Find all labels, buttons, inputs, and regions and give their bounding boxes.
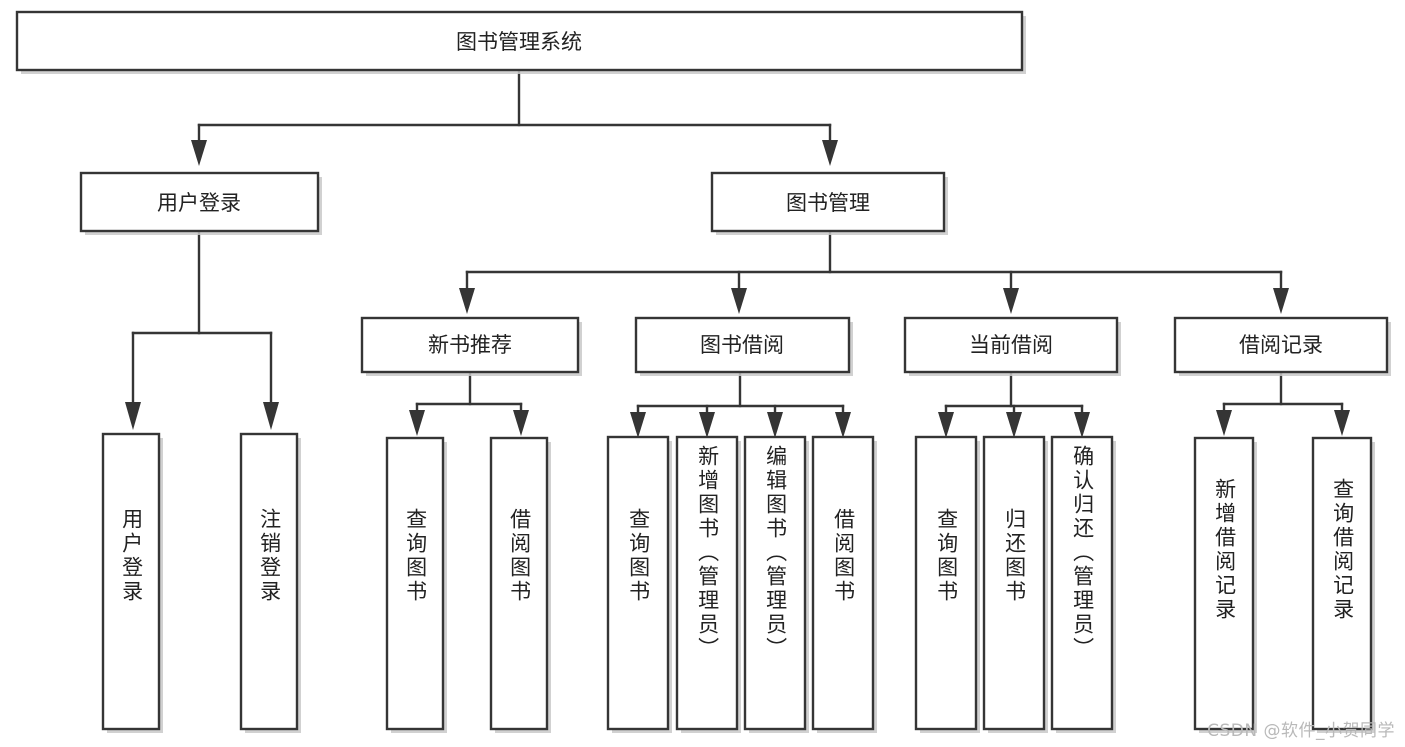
arrow-to-borrow-record [1273,288,1289,314]
arrow-book-borrow-leaf-1 [630,412,646,438]
arrow-user-login-leaf-1 [125,402,141,430]
leaf-current-borrow-1-box[interactable] [914,435,978,731]
arrow-book-borrow-leaf-2 [699,412,715,438]
book-manage-node-box[interactable] [710,171,946,233]
arrow-to-new-book-recommend [459,288,475,314]
leaf-book-borrow-4-box[interactable] [811,435,875,731]
new-book-recommend-node-label: 新书推荐 [428,333,512,357]
borrow-record-node-box[interactable] [1173,316,1389,374]
arrow-to-book-manage [822,140,838,166]
leaf-book-borrow-3-box[interactable] [743,435,807,731]
arrow-to-book-borrow [731,288,747,314]
user-login-node-box[interactable] [79,171,320,233]
arrow-book-borrow-leaf-4 [835,412,851,438]
leaf-user-login-2-box[interactable] [239,432,299,731]
leaf-borrow-record-2-box[interactable] [1311,436,1373,731]
node-group: 图书管理系统 用户登录 图书管理 新书推荐 图书借阅 当前借阅 借阅记录 [15,10,1391,733]
arrow-new-book-leaf-1 [409,410,425,436]
book-borrow-node-box[interactable] [634,316,851,374]
leaf-current-borrow-3-box[interactable] [1050,435,1114,731]
current-borrow-node-box[interactable] [903,316,1119,374]
connector-group [125,68,1350,438]
book-borrow-node-label: 图书借阅 [700,333,784,357]
arrow-borrow-record-leaf-1 [1216,410,1232,436]
root-node-box[interactable] [15,10,1024,72]
root-node-label: 图书管理系统 [456,30,582,54]
new-book-recommend-node-box[interactable] [360,316,580,374]
arrow-to-current-borrow [1003,288,1019,314]
arrow-book-borrow-leaf-3 [767,412,783,438]
user-login-node-label: 用户登录 [157,191,241,215]
arrow-user-login-leaf-2 [263,402,279,430]
leaf-user-login-1-box[interactable] [101,432,161,731]
arrow-new-book-leaf-2 [513,410,529,436]
csdn-watermark: CSDN @软件_小贺同学 [1207,721,1395,741]
arrow-to-user-login [191,140,207,166]
leaf-new-book-2-box[interactable] [489,436,549,731]
current-borrow-node-label: 当前借阅 [969,333,1053,357]
leaf-new-book-1-box[interactable] [385,436,445,731]
borrow-record-node-label: 借阅记录 [1239,333,1323,357]
leaf-book-borrow-2-box[interactable] [675,435,739,731]
leaf-current-borrow-2-box[interactable] [982,435,1046,731]
leaf-borrow-record-1-box[interactable] [1193,436,1255,731]
book-manage-node-label: 图书管理 [786,191,870,215]
arrow-current-borrow-leaf-1 [938,412,954,438]
leaf-book-borrow-1-box[interactable] [606,435,670,731]
arrow-current-borrow-leaf-3 [1074,412,1090,438]
arrow-borrow-record-leaf-2 [1334,410,1350,436]
arrow-current-borrow-leaf-2 [1006,412,1022,438]
